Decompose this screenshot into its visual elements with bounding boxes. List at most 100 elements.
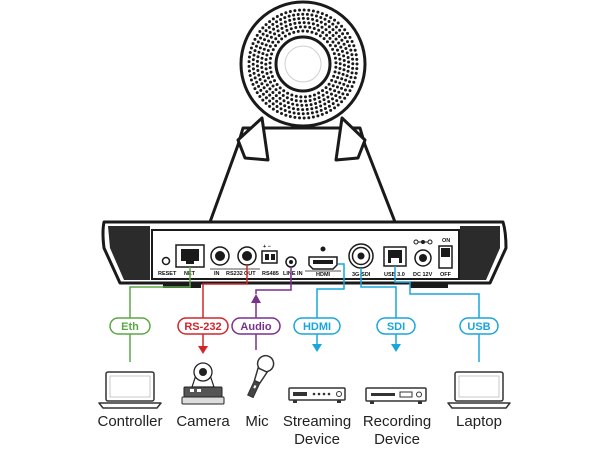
grille-dot xyxy=(267,39,271,43)
grille-dot xyxy=(351,62,355,66)
grille-dot xyxy=(261,98,265,102)
grille-dot xyxy=(301,12,305,16)
grille-dot xyxy=(260,61,264,65)
grille-dot xyxy=(299,99,303,103)
grille-dot xyxy=(275,20,279,24)
grille-dot xyxy=(317,96,321,100)
svg-text:RS-232: RS-232 xyxy=(184,321,221,333)
grille-dot xyxy=(289,27,293,31)
hdmi-port[interactable] xyxy=(308,256,338,270)
grille-dot xyxy=(260,82,264,86)
grille-dot xyxy=(264,23,268,27)
grille-dot xyxy=(346,69,350,73)
grille-dot xyxy=(338,62,342,66)
grille-dot xyxy=(334,61,338,65)
grille-dot xyxy=(310,111,314,115)
grille-dot xyxy=(271,48,275,52)
out-label: OUT xyxy=(244,271,256,277)
sdi-cable xyxy=(360,268,397,318)
grille-dot xyxy=(321,30,325,34)
grille-dot xyxy=(305,107,309,111)
grille-dot xyxy=(298,116,302,120)
grille-dot xyxy=(253,87,257,91)
grille-dot xyxy=(259,88,263,92)
hdmi-cable xyxy=(316,263,345,318)
audio-pill: Audio xyxy=(231,317,281,335)
grille-dot xyxy=(319,104,323,108)
grille-dot xyxy=(319,108,323,112)
grille-dot xyxy=(264,67,268,71)
grille-dot xyxy=(284,24,288,28)
grille-dot xyxy=(298,25,302,29)
sdi-port[interactable] xyxy=(348,243,374,269)
grille-dot xyxy=(311,17,315,21)
grille-dot xyxy=(288,23,292,27)
grille-dot xyxy=(342,59,346,63)
grille-dot xyxy=(264,96,268,100)
rs232-out-port[interactable] xyxy=(237,246,257,266)
grille-dot xyxy=(309,103,313,107)
grille-dot xyxy=(302,8,306,12)
grille-dot xyxy=(265,90,269,94)
grille-dot xyxy=(287,105,291,109)
grille-dot xyxy=(268,56,272,60)
grille-dot xyxy=(347,44,351,48)
grille-dot xyxy=(310,107,314,111)
grille-dot xyxy=(247,55,251,59)
dc-polarity-icon xyxy=(413,239,433,245)
dc-power-port[interactable] xyxy=(414,249,432,267)
usb-port[interactable] xyxy=(383,246,407,267)
grille-dot xyxy=(328,36,332,40)
grille-dot xyxy=(345,51,349,55)
grille-dot xyxy=(247,69,251,73)
grille-dot xyxy=(282,89,286,93)
grille-dot xyxy=(279,107,283,111)
grille-dot xyxy=(314,106,318,110)
grille-dot xyxy=(318,34,322,38)
grille-dot xyxy=(330,78,334,82)
grille-dot xyxy=(304,99,308,103)
grille-dot xyxy=(271,22,275,26)
grille-dot xyxy=(296,29,300,33)
grille-dot xyxy=(327,20,331,24)
grille-dot xyxy=(342,82,346,86)
grille-dot xyxy=(308,25,312,29)
grille-dot xyxy=(271,102,275,106)
grille-dot xyxy=(292,17,296,21)
grille-dot xyxy=(273,32,277,36)
grille-dot xyxy=(324,28,328,32)
grille-dot xyxy=(333,56,337,60)
laptop-label: Laptop xyxy=(456,413,502,430)
grille-dot xyxy=(331,34,335,38)
grille-dot xyxy=(327,25,331,29)
mic-label: Mic xyxy=(245,413,269,430)
eth-cable xyxy=(129,267,191,320)
reset-button[interactable] xyxy=(161,256,171,266)
grille-dot xyxy=(283,109,287,113)
grille-dot xyxy=(294,26,298,29)
grille-dot xyxy=(331,40,335,44)
rs232-in-port[interactable] xyxy=(210,246,230,266)
grille-dot xyxy=(286,101,290,105)
grille-dot xyxy=(348,89,352,93)
grille-dot xyxy=(285,28,289,32)
grille-dot xyxy=(325,91,329,95)
line-in-port[interactable] xyxy=(285,256,297,268)
grille-dot xyxy=(262,47,266,51)
grille-dot xyxy=(336,48,340,52)
grille-dot xyxy=(334,44,337,48)
rs485-port[interactable] xyxy=(261,250,278,264)
grille-dot xyxy=(271,107,275,111)
grille-dot xyxy=(251,82,255,86)
grille-dot xyxy=(339,45,343,49)
grille-dot xyxy=(336,103,340,107)
on-label: ON xyxy=(442,238,450,244)
net-port[interactable] xyxy=(175,244,205,268)
grille-dot xyxy=(257,84,261,88)
grille-dot xyxy=(268,44,272,48)
power-switch[interactable] xyxy=(438,245,453,269)
grille-dot xyxy=(334,65,338,69)
grille-dot xyxy=(283,34,287,38)
grille-dot xyxy=(265,71,269,75)
ptz-camera-icon xyxy=(181,362,225,405)
